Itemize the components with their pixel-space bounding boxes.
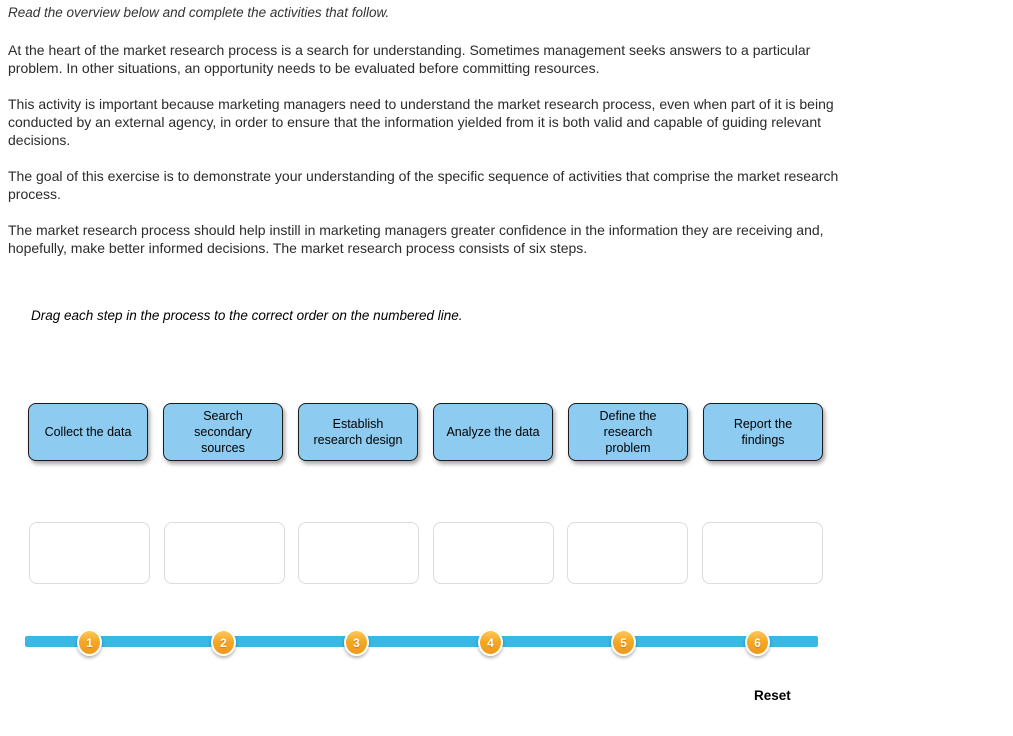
overview-paragraph-2: This activity is important because marke… xyxy=(8,96,834,148)
overview-instruction: Read the overview below and complete the… xyxy=(8,5,390,20)
numbered-timeline-bar xyxy=(25,636,818,647)
timeline-marker-5: 5 xyxy=(611,629,636,656)
drop-slot-2[interactable] xyxy=(163,522,285,584)
timeline-marker-3: 3 xyxy=(344,629,369,656)
overview-paragraph-4: The market research process should help … xyxy=(8,222,824,256)
timeline-marker-4: 4 xyxy=(478,629,503,656)
overview-paragraph-1: At the heart of the market research proc… xyxy=(8,42,811,76)
timeline-marker-1: 1 xyxy=(77,629,102,656)
draggable-steps-row: Collect the data Search secondary source… xyxy=(28,403,823,461)
drop-slots-row xyxy=(29,522,823,584)
step-card-report-the-findings[interactable]: Report the findings xyxy=(703,403,823,461)
step-card-define-the-research-problem[interactable]: Define the research problem xyxy=(568,403,688,461)
timeline-marker-2: 2 xyxy=(211,629,236,656)
step-card-establish-research-design[interactable]: Establish research design xyxy=(298,403,418,461)
drop-slot-6[interactable] xyxy=(701,522,823,584)
timeline-marker-6: 6 xyxy=(745,629,770,656)
drop-slot-4[interactable] xyxy=(432,522,554,584)
drop-slot-5[interactable] xyxy=(567,522,688,584)
reset-button[interactable]: Reset xyxy=(754,688,791,703)
drop-slot-1[interactable] xyxy=(29,522,150,584)
drag-drop-instruction: Drag each step in the process to the cor… xyxy=(31,308,463,323)
overview-paragraph-3: The goal of this exercise is to demonstr… xyxy=(8,168,839,202)
step-card-search-secondary-sources[interactable]: Search secondary sources xyxy=(163,403,283,461)
step-card-analyze-the-data[interactable]: Analyze the data xyxy=(433,403,553,461)
drop-slot-3[interactable] xyxy=(298,522,419,584)
step-card-collect-the-data[interactable]: Collect the data xyxy=(28,403,148,461)
